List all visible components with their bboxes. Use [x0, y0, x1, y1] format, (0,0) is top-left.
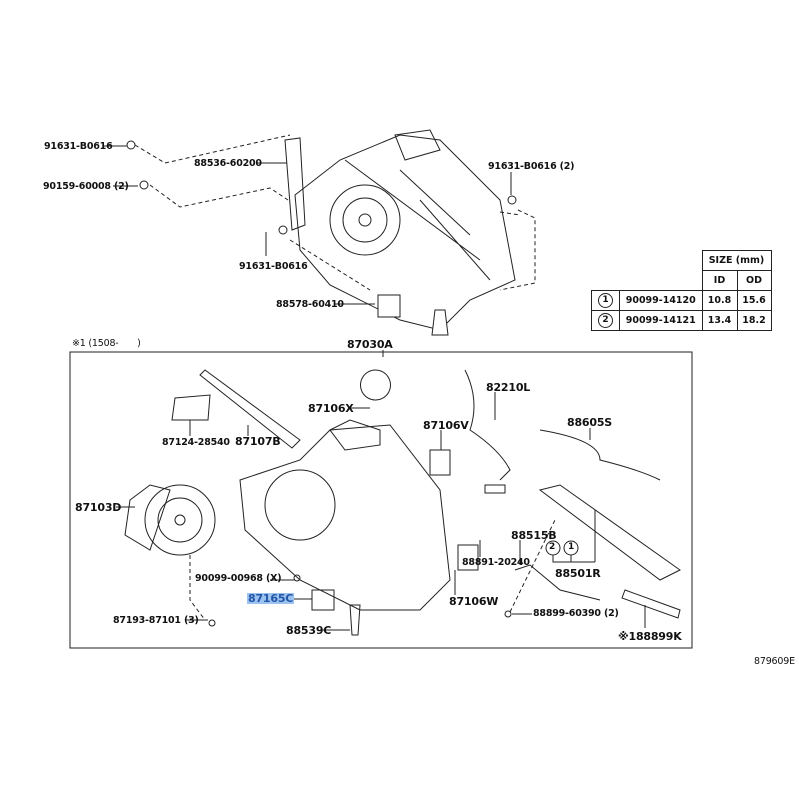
mark-2-callout: 2	[549, 542, 556, 552]
label-87106V[interactable]: 87106V	[423, 419, 469, 432]
label-87103D[interactable]: 87103D	[75, 501, 122, 514]
od-value: 15.6	[736, 290, 772, 311]
upper-heater-unit-drawing	[284, 129, 516, 331]
label-87106W[interactable]: 87106W	[449, 595, 499, 608]
label-88605S[interactable]: 88605S	[567, 416, 612, 429]
label-87106X[interactable]: 87106X	[308, 402, 354, 415]
label-87165C-highlighted[interactable]: 87165C	[247, 592, 295, 605]
bracket-drawing	[284, 137, 306, 231]
col-id: ID	[701, 270, 738, 291]
table-row: 2 90099-14121 13.4 18.2	[591, 310, 772, 331]
col-od: OD	[736, 270, 772, 291]
od-value: 18.2	[736, 310, 772, 331]
label-88515B[interactable]: 88515B	[511, 529, 557, 542]
label-91631-B0616-right[interactable]: 91631-B0616 (2)	[488, 161, 575, 172]
label-88501R[interactable]: 88501R	[555, 567, 601, 580]
fasteners	[126, 140, 517, 336]
lower-dashed	[189, 519, 556, 621]
label-188899K[interactable]: ※188899K	[618, 630, 682, 643]
lower-leaders	[116, 392, 646, 631]
part-number[interactable]: 90099-14121	[619, 310, 703, 331]
mark-1-callout: 1	[568, 542, 575, 552]
label-90159-60008[interactable]: 90159-60008 (2)	[43, 181, 129, 192]
dashed-leaders	[134, 134, 536, 291]
label-87193-87101[interactable]: 87193-87101 (3)	[113, 615, 199, 626]
label-88536-60200[interactable]: 88536-60200	[194, 158, 262, 169]
leader-lines	[104, 145, 512, 357]
applicability-note: ※1 (1508- )	[72, 338, 141, 349]
label-91631-B0616-mid[interactable]: 91631-B0616	[239, 261, 308, 272]
figure-id: 879609E	[754, 656, 795, 667]
id-value: 10.8	[701, 290, 738, 311]
group-frame	[69, 351, 693, 649]
label-88539C[interactable]: 88539C	[286, 624, 332, 637]
mark-1: 1	[598, 293, 613, 308]
label-87124-28540[interactable]: 87124-28540	[162, 437, 230, 448]
label-82210L[interactable]: 82210L	[486, 381, 531, 394]
label-91631-B0616-top[interactable]: 91631-B0616	[44, 141, 113, 152]
id-value: 13.4	[701, 310, 738, 331]
label-87107B[interactable]: 87107B	[235, 435, 281, 448]
label-88578-60410[interactable]: 88578-60410	[276, 299, 344, 310]
label-88891-20240[interactable]: 88891-20240	[462, 557, 530, 568]
part-number[interactable]: 90099-14120	[619, 290, 703, 311]
lower-parts-drawings	[124, 369, 681, 636]
mark-2: 2	[598, 313, 613, 328]
label-88899-60390[interactable]: 88899-60390 (2)	[533, 608, 619, 619]
size-header: SIZE (mm)	[701, 250, 772, 271]
label-90099-00968[interactable]: 90099-00968 (X)	[195, 573, 282, 584]
table-row: 1 90099-14120 10.8 15.6	[591, 290, 772, 311]
label-87030A[interactable]: 87030A	[347, 338, 393, 351]
